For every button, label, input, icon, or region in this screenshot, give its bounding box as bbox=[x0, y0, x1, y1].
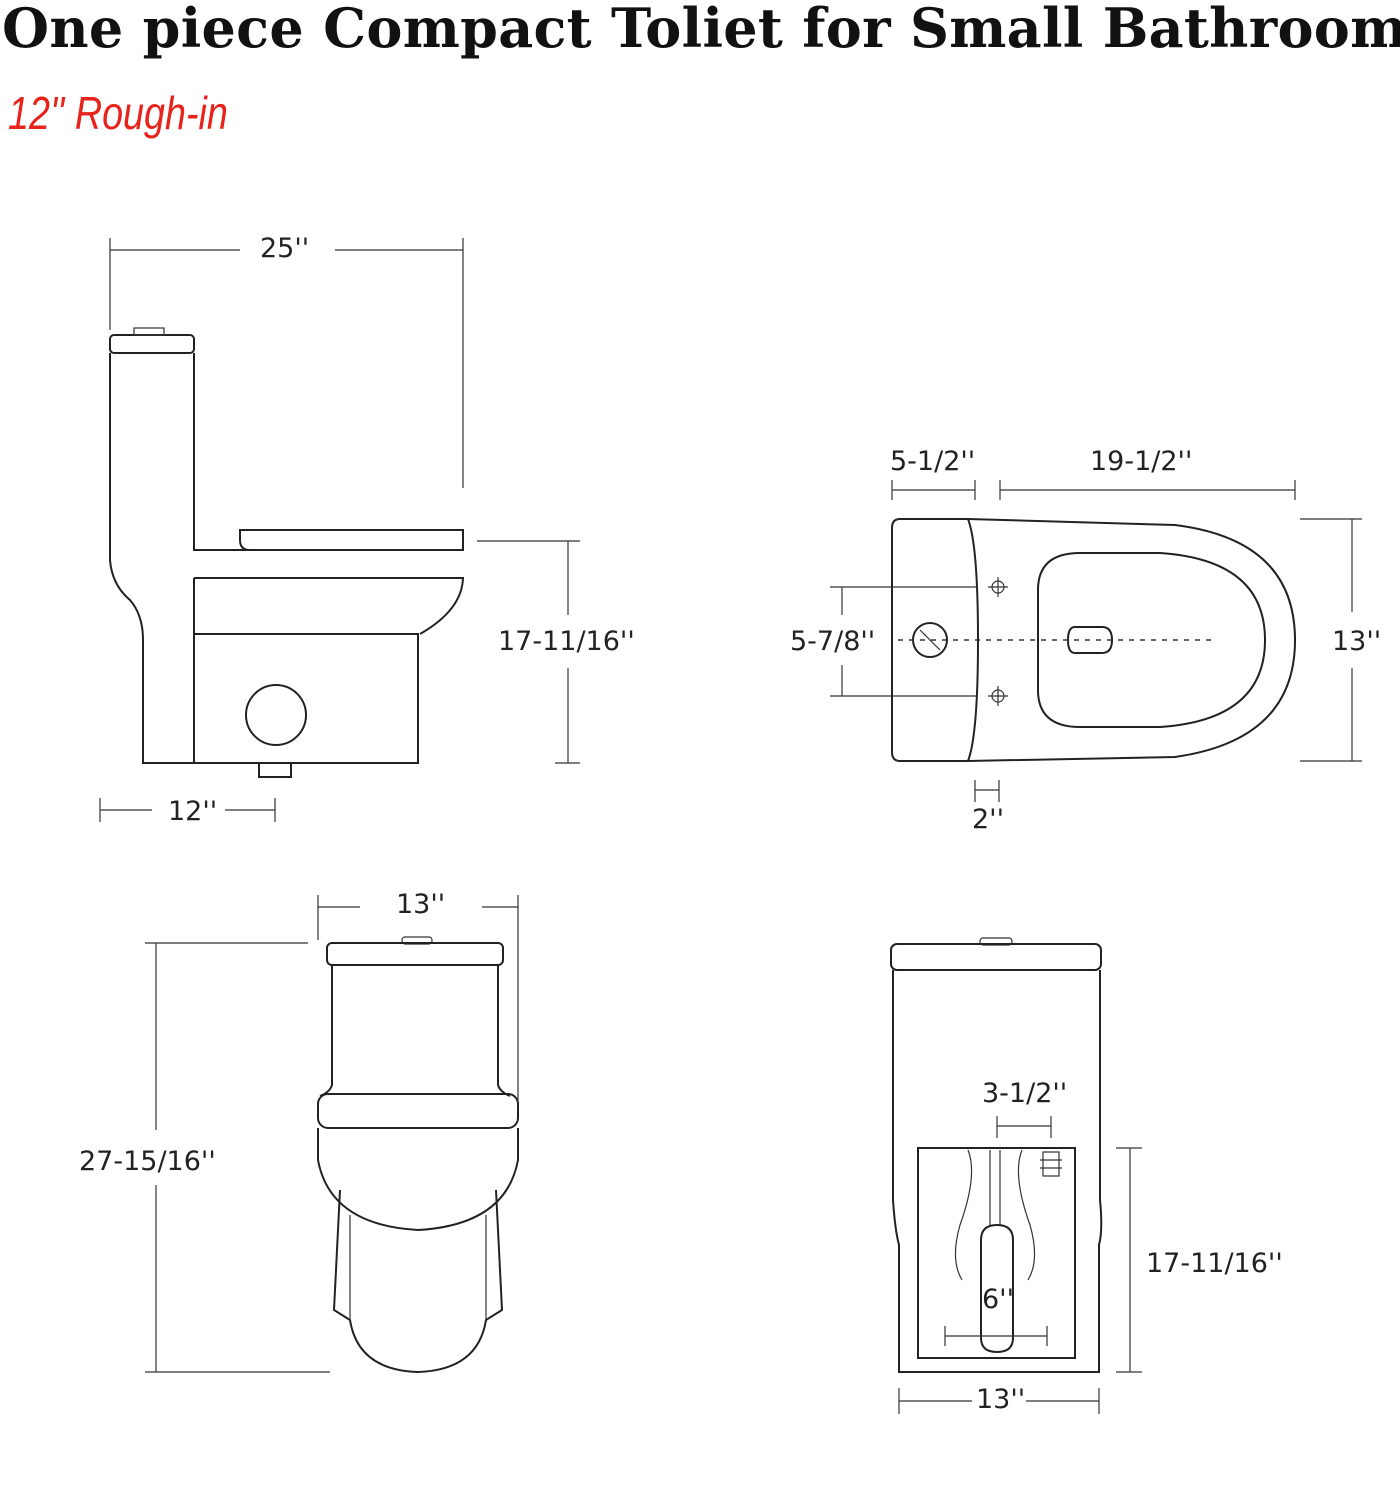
top-tank bbox=[891, 518, 980, 762]
top-drain bbox=[1066, 626, 1114, 654]
top-view: 5-1/2'' 19-1/2'' 13'' 5-7/8'' 2'' bbox=[790, 446, 1381, 835]
side-trapway-circle bbox=[245, 684, 307, 746]
dim-front-height: 27-15/16'' bbox=[79, 1146, 216, 1177]
rough-in-subtitle: 12'' Rough-in bbox=[8, 87, 228, 139]
dim-back-inlet-offset: 3-1/2'' bbox=[982, 1078, 1067, 1109]
back-outlet bbox=[980, 1223, 1014, 1354]
dim-side-seat-height: 17-11/16'' bbox=[498, 626, 635, 657]
top-bowl-inner bbox=[1037, 552, 1267, 728]
side-seat bbox=[239, 529, 464, 551]
back-tank-lid bbox=[890, 943, 1102, 971]
dim-back-outlet-width: 6'' bbox=[982, 1284, 1014, 1315]
back-recess bbox=[917, 1147, 1076, 1359]
side-outlet bbox=[258, 762, 292, 778]
back-body bbox=[892, 970, 1103, 1373]
dim-back-seat-height: 17-11/16'' bbox=[1146, 1248, 1283, 1279]
dim-top-tank-depth: 5-1/2'' bbox=[890, 446, 975, 477]
dim-back-width: 13'' bbox=[976, 1384, 1025, 1415]
back-view: 3-1/2'' 6'' 17-11/16'' 13'' bbox=[890, 937, 1283, 1415]
dim-top-bolt-spacing: 5-7/8'' bbox=[790, 626, 875, 657]
front-seat bbox=[317, 1093, 519, 1129]
front-view: 13'' 27-15/16'' bbox=[79, 889, 519, 1374]
side-tank-lid bbox=[109, 334, 195, 354]
back-trapway bbox=[954, 1149, 1036, 1281]
dim-top-offset: 2'' bbox=[972, 804, 1004, 835]
dim-top-bowl-length: 19-1/2'' bbox=[1090, 446, 1192, 477]
dim-side-depth: 25'' bbox=[260, 233, 309, 264]
side-body-outline bbox=[109, 353, 465, 764]
side-view: 25'' 17-11/16'' 12'' bbox=[99, 233, 635, 827]
front-pedestal bbox=[332, 1189, 504, 1374]
front-bowl bbox=[317, 1128, 519, 1232]
dim-front-width: 13'' bbox=[396, 889, 445, 920]
front-tank bbox=[319, 965, 511, 1097]
dim-top-width: 13'' bbox=[1332, 626, 1381, 657]
front-tank-lid bbox=[326, 942, 504, 966]
page-title: One piece Compact Toliet for Small Bathr… bbox=[2, 0, 1400, 60]
side-flush-button bbox=[133, 327, 165, 336]
back-water-valve bbox=[1042, 1151, 1060, 1177]
top-bowl-outer bbox=[967, 518, 1297, 762]
dim-side-rough-in: 12'' bbox=[168, 796, 217, 827]
